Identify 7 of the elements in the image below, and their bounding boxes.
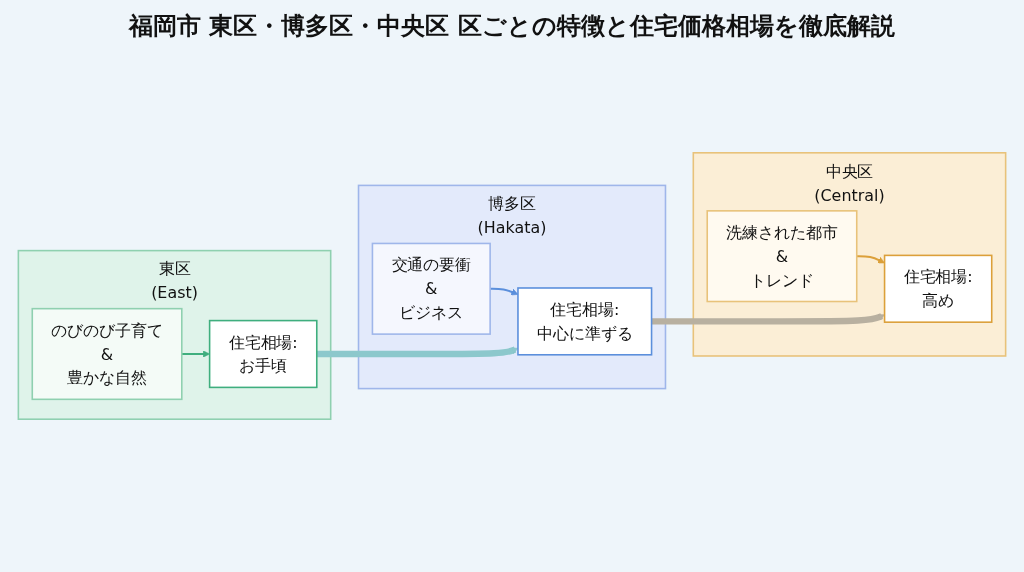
node-box: 住宅相場: 高め xyxy=(883,254,993,323)
node-box: 住宅相場: お手頃 xyxy=(208,319,318,389)
node-box: 洗練された都市 & トレンド xyxy=(706,210,858,303)
node-box: 住宅相場: 中心に準ずる xyxy=(517,287,653,356)
node-box: のびのび子育て & 豊かな自然 xyxy=(31,307,183,401)
title: 福岡市 東区・博多区・中央区 区ごとの特徴と住宅価格相場を徹底解説 xyxy=(127,11,896,42)
node-box: 交通の要衝 & ビジネス xyxy=(371,242,491,335)
